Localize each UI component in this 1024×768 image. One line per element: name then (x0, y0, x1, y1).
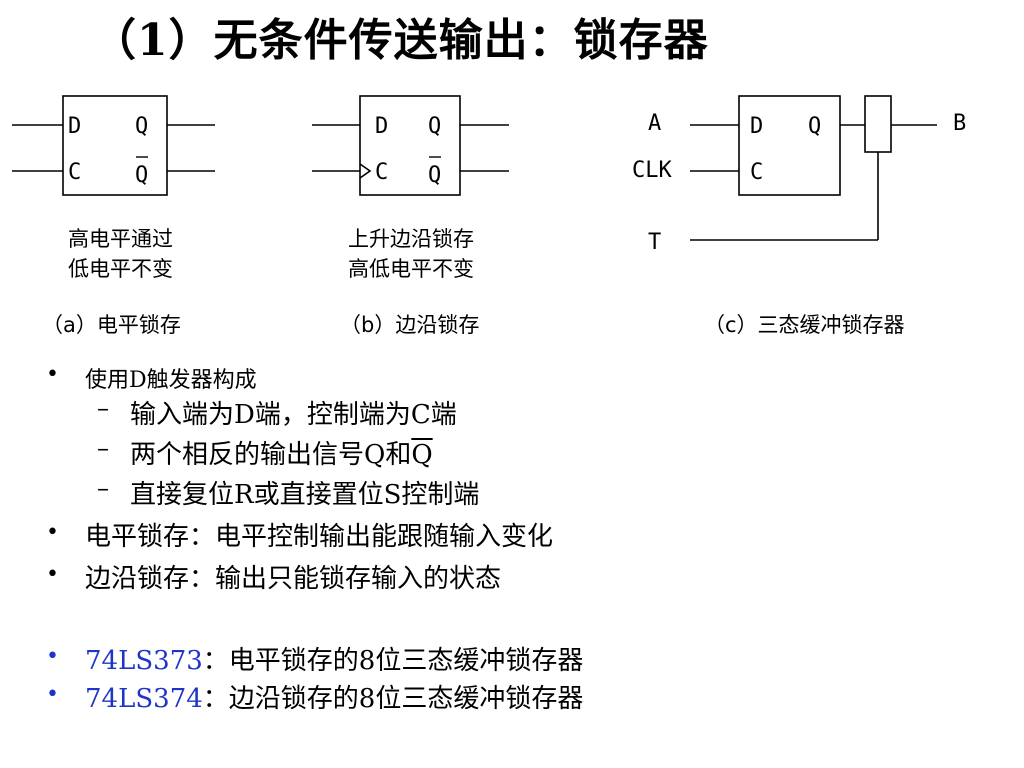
bullet-text: 使用D触发器构成 (85, 368, 257, 393)
bullet-dot: • (46, 520, 59, 545)
latch-diagrams: D C Q Q D C Q Q D C Q A CLK T B 高电平通过 低电… (12, 95, 966, 337)
caption-a: （a）电平锁存 (42, 313, 181, 337)
bullet-text: 74LS374：边沿锁存的8位三态缓冲锁存器 (85, 678, 583, 715)
latch-b-note-line2: 高低电平不变 (348, 257, 474, 281)
latch-b-c-label: C (375, 160, 388, 185)
bullet-text-rest: ：电平锁存的8位三态缓冲锁存器 (202, 646, 584, 676)
slide-title: （1）无条件传送输出：锁存器 (92, 15, 709, 66)
q-bar-symbol: Q (411, 440, 433, 470)
caption-b: （b）边沿锁存 (340, 313, 479, 337)
sub-bullet-dash: – (97, 434, 109, 462)
latch-b-q-label: Q (428, 114, 441, 139)
latch-c-box (738, 95, 841, 196)
bullet-text: 74LS373：电平锁存的8位三态缓冲锁存器 (85, 640, 583, 677)
sub-bullet-dash: – (97, 394, 109, 422)
latch-a-qbar-label: Q (135, 163, 148, 188)
input-a-label: A (648, 111, 661, 136)
latch-c-d-label: D (750, 114, 763, 139)
latch-a-note-line2: 低电平不变 (68, 257, 173, 281)
latch-c-q-label: Q (808, 114, 821, 139)
latch-b-d-label: D (375, 114, 388, 139)
latch-b-note-line1: 上升边沿锁存 (348, 227, 474, 251)
bullet-dot: • (46, 562, 59, 587)
latch-c-c-label: C (750, 160, 763, 185)
latch-a-c-label: C (68, 160, 81, 185)
latch-a-q-label: Q (135, 114, 148, 139)
sub-bullet-text: 直接复位R或直接置位S控制端 (130, 480, 480, 510)
latch-b-box (359, 95, 461, 196)
bullet-dot: • (46, 644, 59, 669)
part-number-74ls374: 74LS374 (85, 684, 203, 714)
sub-bullet-text-prefix: 两个相反的输出信号Q和 (130, 440, 412, 470)
caption-c: （c）三态缓冲锁存器 (704, 313, 905, 337)
bullet-text: 边沿锁存：输出只能锁存输入的状态 (85, 564, 502, 594)
bullet-text: 电平锁存：电平控制输出能跟随输入变化 (85, 522, 554, 552)
bullet-dot: • (46, 682, 59, 707)
output-b-label: B (953, 111, 966, 136)
bullet-dot: • (46, 362, 59, 387)
clock-edge-icon (359, 163, 372, 179)
input-t-label: T (648, 230, 661, 255)
part-number-74ls373: 74LS373 (85, 646, 203, 676)
sub-bullet-text: 输入端为D端，控制端为C端 (130, 400, 457, 430)
bullet-text-rest: ：边沿锁存的8位三态缓冲锁存器 (202, 684, 584, 714)
input-clk-label: CLK (632, 158, 672, 183)
sub-bullet-dash: – (97, 474, 109, 502)
tristate-buffer-icon (864, 95, 892, 153)
latch-a-d-label: D (68, 114, 81, 139)
latch-a-box (62, 95, 168, 196)
sub-bullet-text: 两个相反的输出信号Q和Q (130, 434, 433, 471)
latch-b-qbar-label: Q (428, 163, 441, 188)
latch-a-note-line1: 高电平通过 (68, 227, 173, 251)
